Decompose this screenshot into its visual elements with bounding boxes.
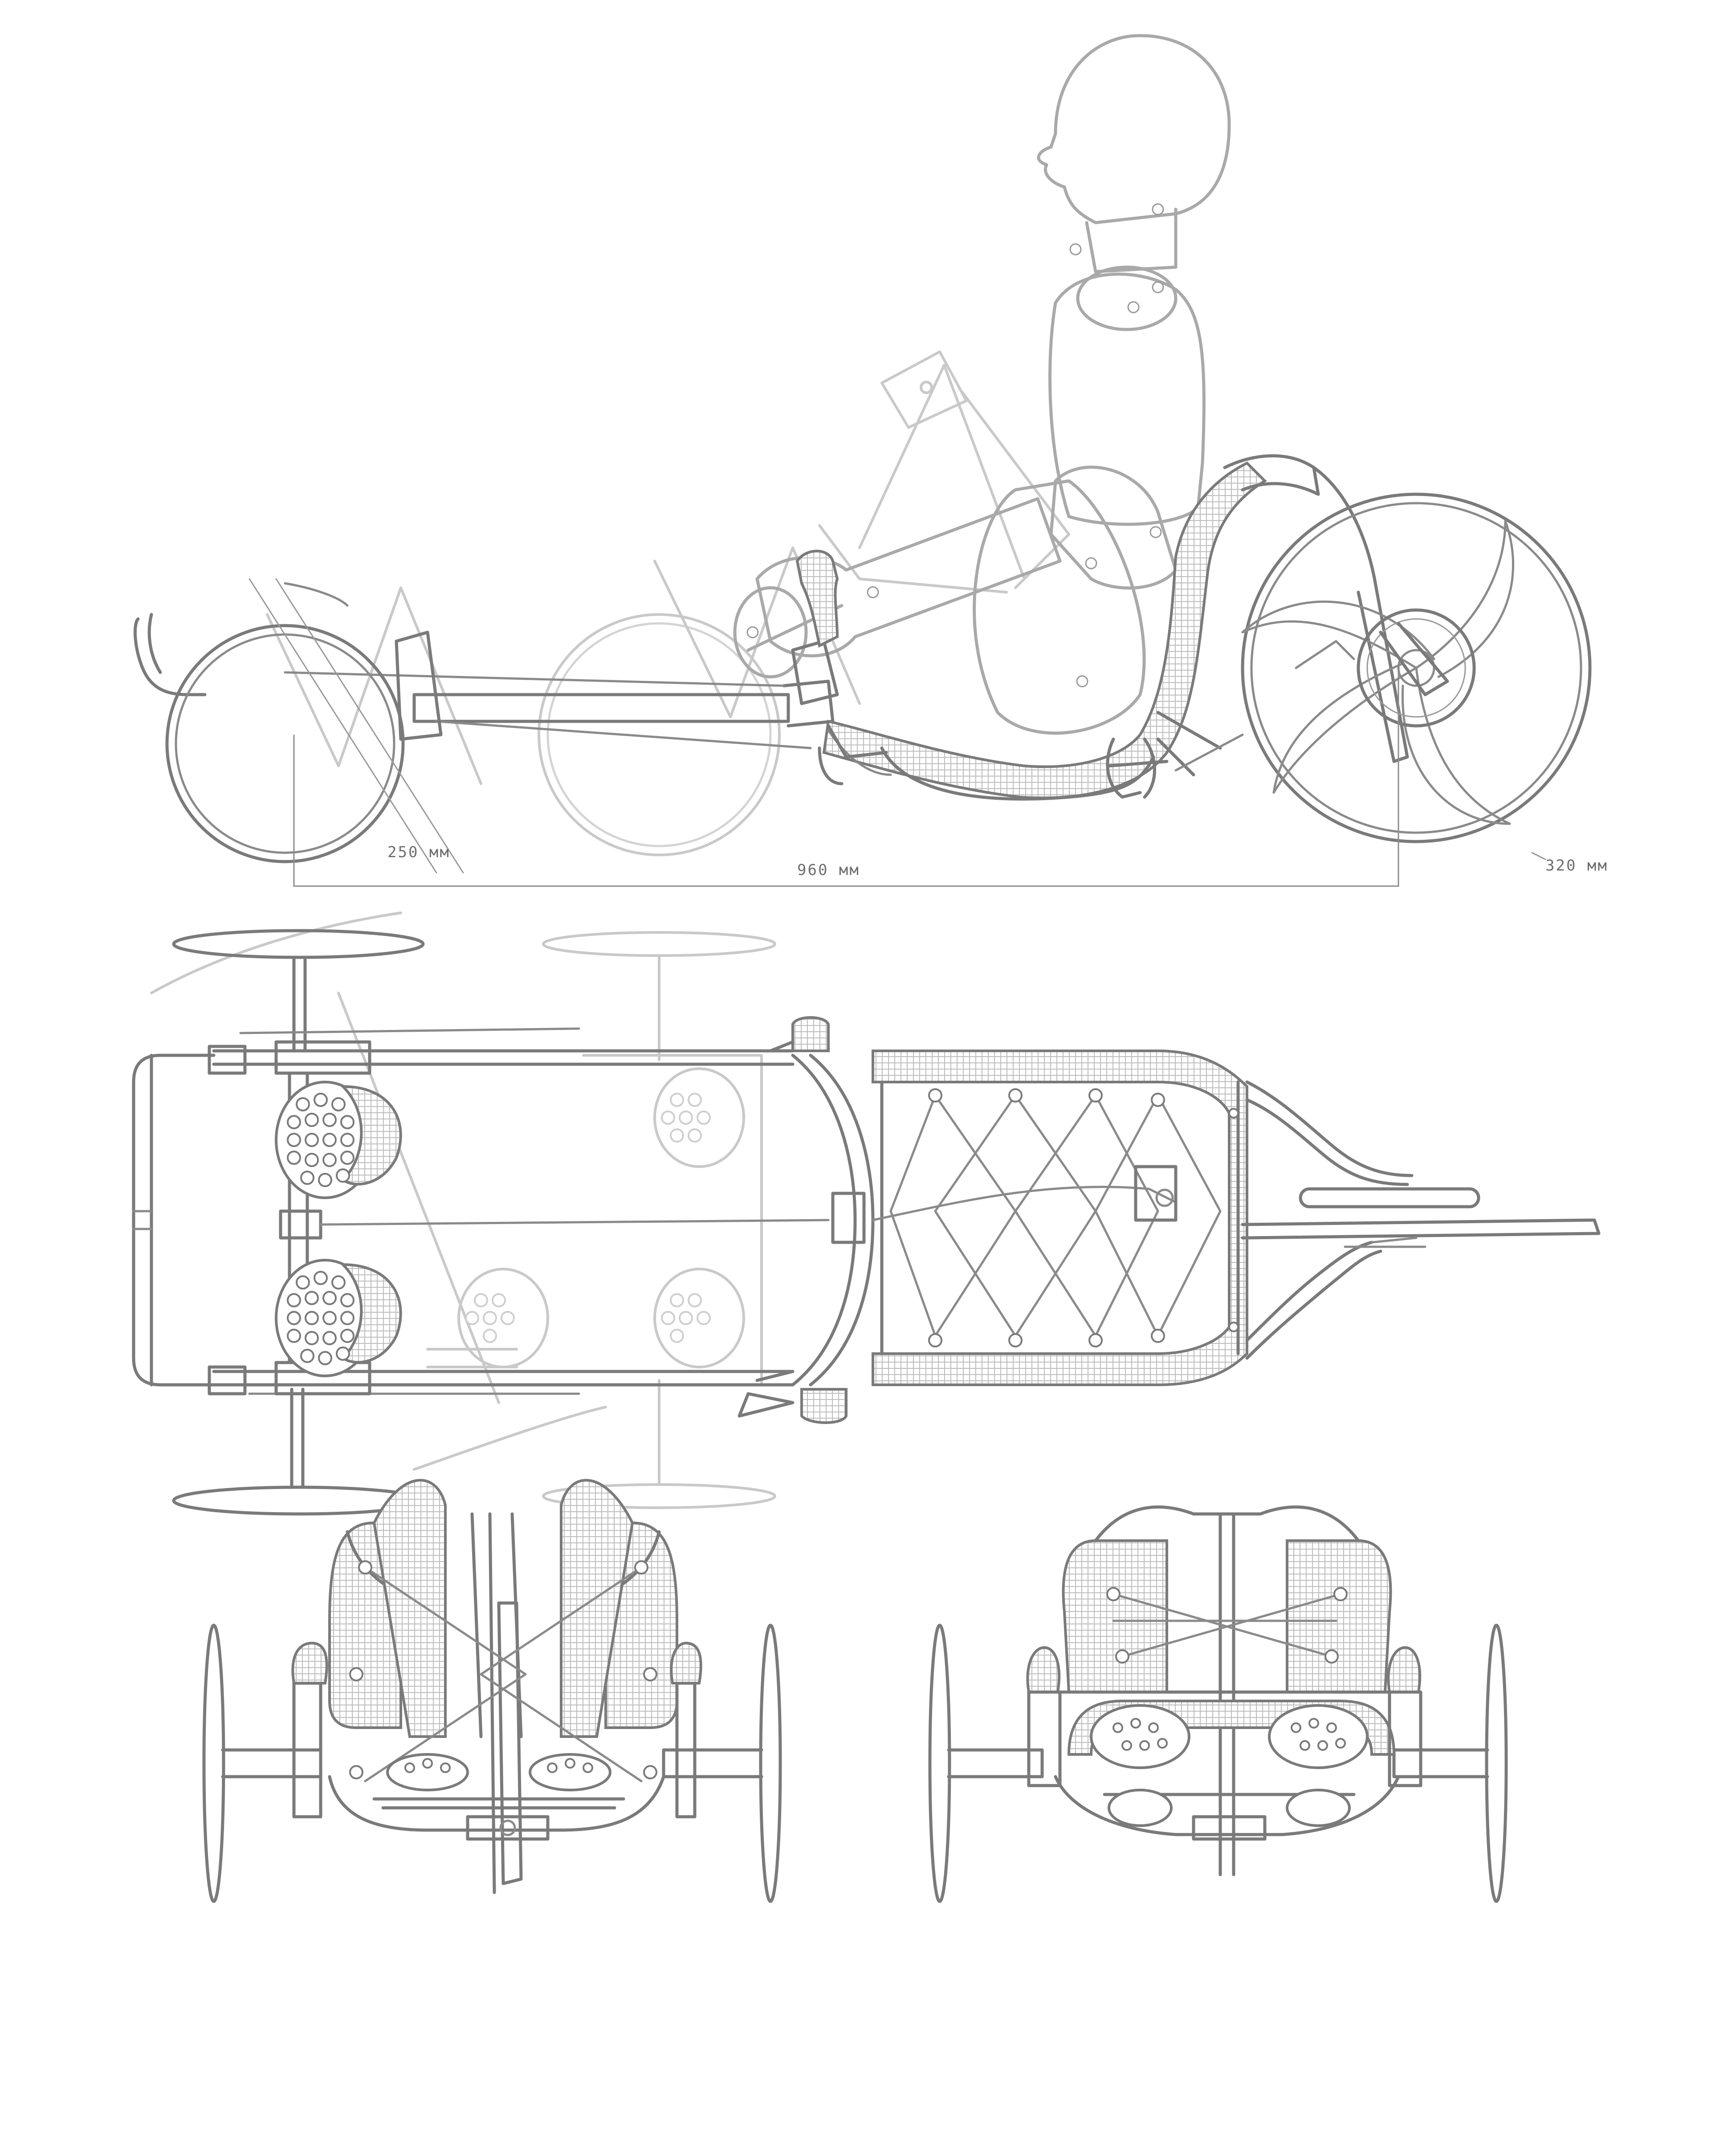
right-foot-pedal: [275, 1259, 402, 1377]
dim-wheelbase: 960 мм: [797, 861, 860, 879]
front-view-pedals: [386, 1753, 611, 1791]
ghost-leg-linkage: [266, 350, 1070, 785]
rear-fork-top: [1241, 1080, 1601, 1360]
rear-view-seat: [1054, 1505, 1400, 1876]
front-wheel-side: [165, 578, 464, 874]
hand-grip-spring: [795, 549, 839, 648]
grip-spring-top-left: [791, 1016, 830, 1052]
rear-view-wheels: [928, 1623, 1508, 1903]
rider-arm: [1049, 465, 1178, 590]
front-left-wheel-top: [172, 929, 425, 1053]
seat-top: [738, 1016, 1248, 1424]
steering-handle-top: [132, 1054, 216, 1387]
side-view-dimensions: 250 мм 960 мм 320 мм: [293, 672, 1608, 887]
rider-lower-leg: [755, 497, 1062, 658]
rear-view-grips: [1026, 1646, 1422, 1787]
seat-lacing: [889, 1088, 1239, 1347]
disc-brake-rotor: [1357, 608, 1476, 728]
rear-wheel-side: [1174, 492, 1592, 843]
rider-figure: [733, 34, 1231, 735]
grip-spring-bottom: [800, 1388, 848, 1424]
pedal-holes-left: [287, 1093, 355, 1187]
ghost-front-wheel-position: [538, 613, 781, 856]
rear-view: [928, 1505, 1508, 1903]
top-view: [132, 911, 1601, 1516]
pedal-holes-right: [287, 1271, 355, 1365]
dim-front-wheel: 250 мм: [387, 843, 450, 861]
rider-torso: [1048, 273, 1206, 526]
rider-thigh: [973, 479, 1146, 735]
rider-head: [1037, 34, 1231, 224]
seat-frame-side: [284, 454, 1409, 801]
left-foot-pedal: [275, 1081, 402, 1199]
side-view: 250 мм 960 мм 320 мм: [134, 34, 1608, 887]
ghost-front-wheels-top: [150, 911, 776, 1509]
ghost-pedals: [465, 1093, 711, 1343]
front-view-seat: [292, 1479, 697, 1894]
front-view-grips: [291, 1641, 702, 1684]
front-right-wheel-top: [172, 1387, 425, 1516]
rear-view-pedals: [1090, 1704, 1369, 1827]
dim-rear-wheel: 320 мм: [1545, 857, 1608, 875]
front-view: [202, 1479, 782, 1903]
steering-tiller: [134, 617, 207, 696]
